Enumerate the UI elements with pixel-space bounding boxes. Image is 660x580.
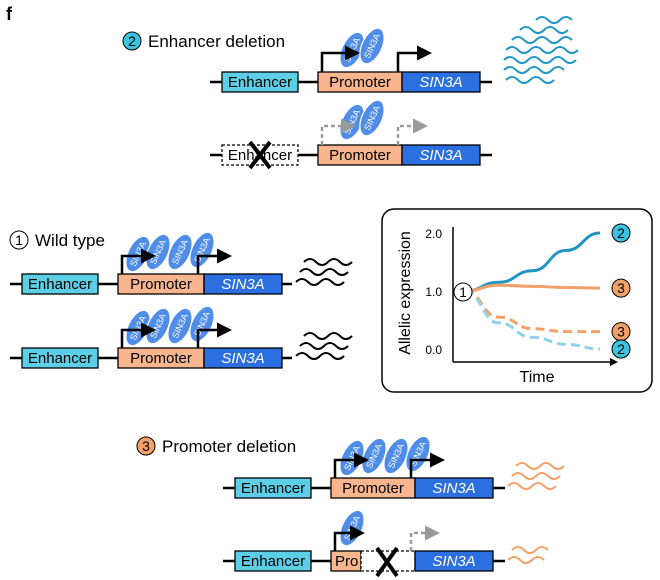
construct-promoter-deletion-intact: Enhancer Promoter SIN3A SIN3A SIN3A SIN3…: [223, 431, 505, 499]
tss-arrow-icon: [396, 45, 432, 72]
y-tick-label: 2.0: [425, 227, 442, 241]
x-axis-label: Time: [520, 369, 555, 386]
enhancer-label: Enhancer: [28, 276, 92, 293]
gene-box: [203, 347, 283, 369]
weak-tss-arrow-icon: [409, 525, 440, 551]
tss-arrow-icon: [120, 248, 156, 274]
gene-label: SIN3A: [419, 147, 462, 164]
wild-type-section: 1 Wild type Enhancer Promoter SIN3A SIN3…: [9, 227, 353, 369]
transcripts-orange-normal: [507, 462, 565, 490]
gene-label: SIN3A: [221, 350, 264, 367]
gene-box: [401, 144, 481, 166]
enhancer-box: [21, 273, 99, 295]
series-end-marker-number: 2: [617, 341, 625, 357]
scenario-1-marker: 1: [9, 230, 29, 250]
y-tick-label: 1.0: [425, 285, 442, 299]
panel-letter: f: [6, 4, 13, 24]
tss-arrow-icon: [120, 322, 156, 348]
promoter-label: Promoter: [130, 276, 192, 293]
series-line-dashed-2: [464, 289, 601, 351]
sin3a-factor-ovals: SIN3A SIN3A SIN3A SIN3A: [120, 227, 220, 277]
scenario-2-number: 2: [128, 33, 136, 49]
gene-label: SIN3A: [419, 74, 462, 91]
start-marker-number: 1: [459, 284, 467, 300]
promoter-deletion-section: 3 Promoter deletion Enhancer Promoter SI…: [136, 431, 565, 578]
chart-frame: [381, 208, 653, 393]
enhancer-label: Enhancer: [241, 480, 305, 497]
start-marker: 1: [453, 282, 473, 302]
series-line-solid-2: [464, 231, 601, 293]
scenario-3-marker: 3: [136, 436, 156, 456]
transcripts-orange-reduced: [507, 546, 549, 564]
y-tick-labels: 2.0 1.0 0.0: [425, 227, 442, 357]
transcripts-blue-high: [503, 16, 579, 84]
promoter-label: Promoter: [329, 74, 391, 91]
enhancer-box: [234, 550, 312, 572]
gene-box: [401, 71, 481, 93]
tss-arrow-icon: [409, 452, 445, 478]
construct-enhancer-deleted: Enhancer Promoter SIN3A SIN3A SIN3A: [210, 95, 492, 170]
series-end-marker: [611, 339, 631, 359]
series-end-marker: [611, 278, 631, 298]
enhancer-deletion-section: 2 Enhancer deletion Enhancer Promoter SI…: [122, 16, 579, 170]
transcripts-black-allele-1: [295, 258, 353, 286]
sin3a-factor-ovals: SIN3A: [334, 505, 370, 551]
promoter-label: Promoter: [342, 480, 404, 497]
series-end-marker: [611, 223, 631, 243]
tss-arrow-icon: [333, 525, 365, 551]
tss-arrow-icon: [333, 452, 369, 478]
deletion-x-icon: [375, 546, 399, 578]
tss-arrow-icon: [320, 45, 360, 72]
scenario-2-marker: 2: [122, 31, 142, 51]
gene-label: SIN3A: [432, 553, 475, 570]
tss-arrow-icon: [196, 248, 232, 274]
construct-promoter-deleted: Enhancer Pro SIN3A SIN3A: [223, 505, 505, 578]
sin3a-factor-ovals: SIN3A SIN3A SIN3A SIN3A: [120, 301, 220, 351]
chart-series: [464, 231, 601, 351]
tss-arrow-icon: [196, 322, 232, 348]
promoter-deletion-title: Promoter deletion: [162, 437, 296, 456]
gene-box: [414, 550, 494, 572]
enhancer-deletion-title: Enhancer deletion: [148, 32, 285, 51]
y-tick-label: 0.0: [425, 343, 442, 357]
promoter-label: Promoter: [130, 350, 192, 367]
promoter-label: Promoter: [329, 147, 391, 164]
weak-tss-arrow-icon: [320, 118, 356, 145]
sin3a-factor-ovals: SIN3A SIN3A SIN3A SIN3A: [334, 431, 436, 481]
enhancer-label: Enhancer: [28, 350, 92, 367]
sin3a-factor-ovals: SIN3A SIN3A: [334, 23, 390, 73]
gene-label: SIN3A: [432, 480, 475, 497]
scenario-1-number: 1: [15, 232, 23, 248]
weak-tss-arrow-icon: [396, 118, 428, 145]
construct-wild-type-allele-2: Enhancer Promoter SIN3A SIN3A SIN3A SIN3…: [10, 301, 292, 369]
enhancer-box: [234, 477, 312, 499]
deletion-x-icon: [248, 140, 272, 170]
enhancer-box: [21, 347, 99, 369]
enhancer-box: [221, 71, 299, 93]
series-end-marker-number: 3: [617, 324, 625, 340]
gene-label: SIN3A: [221, 276, 264, 293]
truncated-promoter-label: Pro: [335, 553, 358, 570]
gene-box: [203, 273, 283, 295]
sin3a-factor-ovals: SIN3A SIN3A: [334, 95, 390, 145]
enhancer-label: Enhancer: [241, 553, 305, 570]
scenario-3-number: 3: [142, 438, 150, 454]
series-line-dashed-3: [464, 289, 600, 334]
allelic-expression-chart: 2.0 1.0 0.0 Allelic expression Time 1 23…: [381, 208, 653, 393]
gene-box: [414, 477, 494, 499]
series-end-marker-number: 3: [617, 280, 625, 296]
construct-wild-type-allele-1: Enhancer Promoter SIN3A SIN3A SIN3A SIN3…: [10, 227, 292, 295]
construct-enhancer-deletion-intact: Enhancer Promoter SIN3A SIN3A SIN3A: [210, 23, 492, 93]
series-line-solid-3: [464, 283, 601, 293]
y-axis-label: Allelic expression: [397, 231, 414, 355]
enhancer-label: Enhancer: [228, 74, 292, 91]
series-end-marker-number: 2: [617, 225, 625, 241]
transcripts-black-allele-2: [295, 332, 353, 360]
wild-type-title: Wild type: [35, 231, 105, 250]
